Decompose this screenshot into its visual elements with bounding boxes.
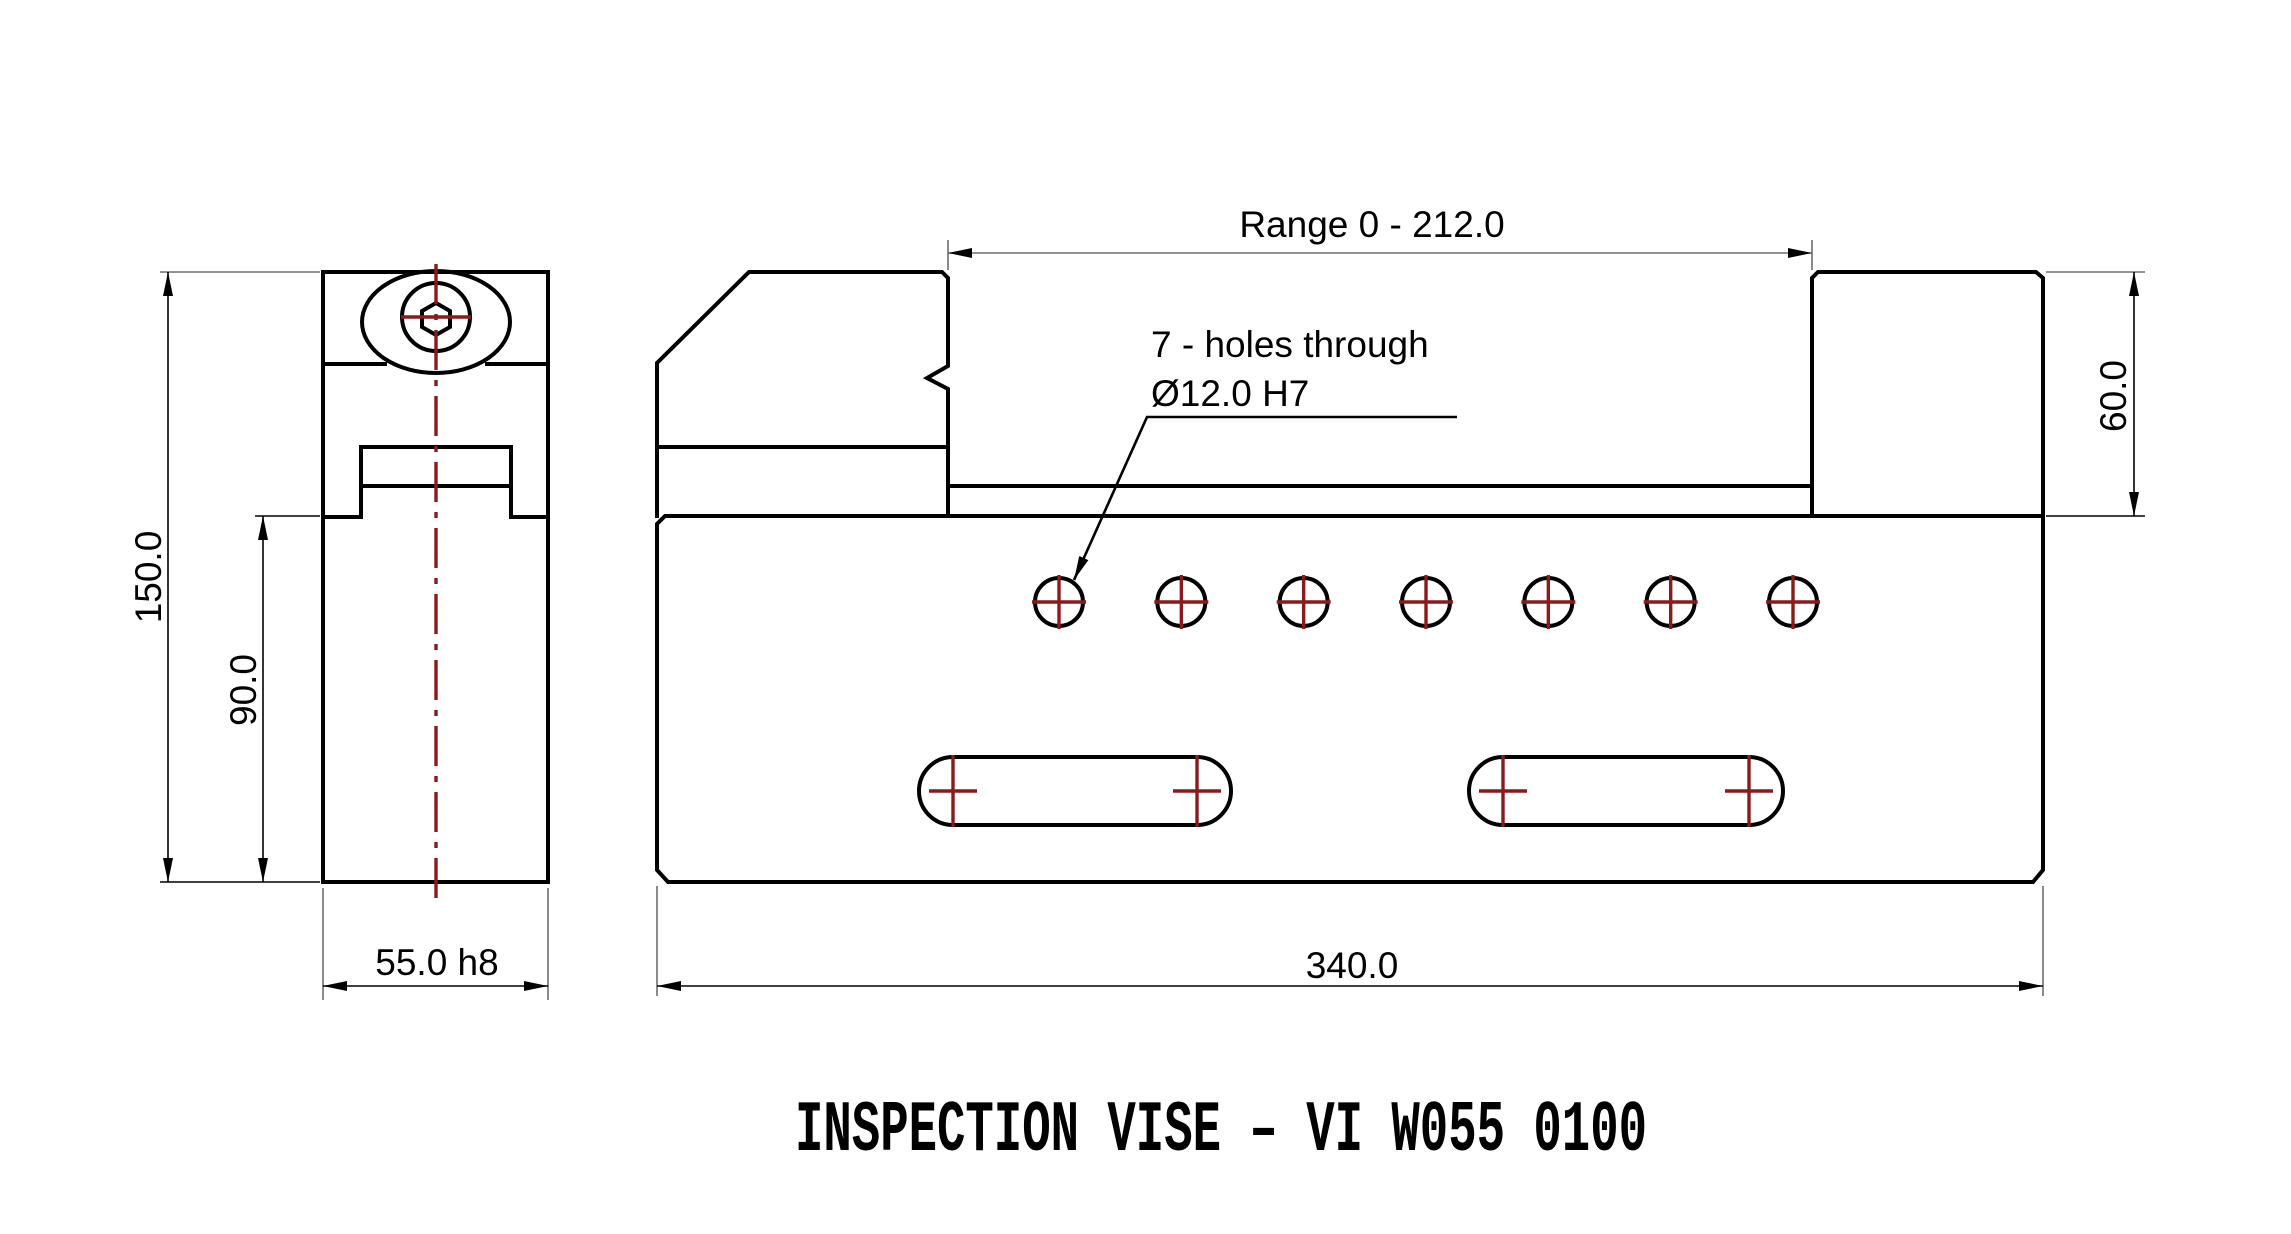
drawing-title: INSPECTION VISE – VI W055 0100 <box>795 1089 1647 1172</box>
through-hole <box>1154 575 1209 629</box>
side-view-dimensions: 150.0 90.0 55.0 h8 <box>128 271 549 1000</box>
mounting-slot <box>1467 755 1785 827</box>
front-view-dimensions: Range 0 - 212.0 60.0 340.0 7 - holes thr… <box>656 204 2145 996</box>
holes-note-line1: 7 - holes through <box>1151 324 1429 365</box>
holes-leader-line <box>1072 415 1457 581</box>
slot-group <box>917 755 1785 827</box>
fixed-jaw-outline <box>655 270 950 518</box>
dim-text-length-340: 340.0 <box>1306 945 1399 986</box>
through-hole <box>1032 575 1086 629</box>
through-hole <box>1766 575 1820 629</box>
base-body-outline <box>655 514 2045 884</box>
dim-text-height-150: 150.0 <box>128 531 169 624</box>
movable-jaw-outline <box>1810 270 2045 518</box>
front-view <box>655 270 2045 884</box>
dim-text-width-55: 55.0 h8 <box>375 942 498 983</box>
dim-text-range: Range 0 - 212.0 <box>1239 204 1504 245</box>
side-view <box>321 264 550 900</box>
holes-note-line2: Ø12.0 H7 <box>1151 373 1309 414</box>
mounting-slot <box>917 755 1233 827</box>
through-hole <box>1521 575 1576 629</box>
through-hole <box>1276 575 1331 629</box>
dim-text-jaw-height-60: 60.0 <box>2093 360 2134 432</box>
through-hole <box>1399 575 1453 629</box>
dim-text-height-90: 90.0 <box>223 654 264 726</box>
hole-row <box>1032 575 1820 629</box>
through-hole <box>1643 575 1698 629</box>
